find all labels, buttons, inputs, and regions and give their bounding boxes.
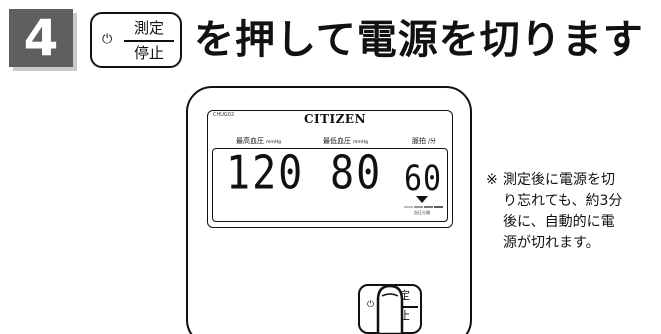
pulse-label: 脈拍/分 bbox=[412, 136, 436, 146]
diastolic-label-text: 最低血圧 bbox=[323, 137, 351, 145]
step-heading: を押して電源を切ります bbox=[194, 17, 644, 63]
classification-level-segment bbox=[414, 206, 423, 208]
auto-off-note: ※ 測定後に電源を切 り忘れても、約3分 後に、自動的に電 源が切れます。 bbox=[486, 170, 622, 254]
diastolic-reading: 80 bbox=[330, 147, 383, 201]
key-label-stop: 停止 bbox=[133, 44, 164, 62]
key-divider bbox=[124, 40, 174, 42]
measure-stop-button[interactable]: ⏻ 測定 停止 bbox=[358, 284, 422, 334]
classification-level-segment bbox=[434, 206, 443, 208]
button-label-stop: 停止 bbox=[388, 309, 410, 322]
model-number: CHUG02 bbox=[213, 112, 235, 118]
button-label-measure: 測定 bbox=[388, 289, 410, 302]
systolic-reading: 120 bbox=[226, 147, 305, 201]
note-line-2: り忘れても、約3分 bbox=[503, 193, 623, 209]
pulse-reading: 60 bbox=[404, 158, 443, 200]
diastolic-unit: mmHg bbox=[353, 140, 369, 145]
note-line-1: 測定後に電源を切 bbox=[503, 172, 615, 188]
classification-level-segment bbox=[424, 206, 433, 208]
lcd-screen bbox=[212, 148, 448, 222]
note-line-4: 源が切れます。 bbox=[503, 235, 600, 251]
step-number-badge: 4 bbox=[9, 9, 73, 67]
button-power-icon: ⏻ bbox=[367, 300, 375, 310]
step-number: 4 bbox=[23, 9, 59, 67]
classification-caption: 血圧分類 bbox=[414, 210, 430, 215]
classification-level-segment bbox=[404, 206, 413, 208]
brand-logo: CITIZEN bbox=[303, 112, 367, 126]
systolic-label-text: 最高血圧 bbox=[236, 137, 264, 145]
systolic-unit: mmHg bbox=[266, 140, 282, 145]
note-line-3: 後に、自動的に電 bbox=[503, 214, 615, 230]
blood-pressure-monitor-illustration bbox=[186, 86, 472, 334]
display-panel bbox=[207, 110, 453, 228]
pulse-unit: /分 bbox=[428, 138, 437, 145]
measure-stop-key-icon: ⏻ 測定 停止 bbox=[90, 12, 182, 68]
pulse-label-text: 脈拍 bbox=[412, 137, 426, 145]
key-label-measure: 測定 bbox=[133, 19, 164, 37]
power-icon: ⏻ bbox=[102, 32, 113, 47]
button-divider bbox=[380, 306, 418, 308]
note-mark: ※ bbox=[486, 172, 498, 188]
classification-marker-icon bbox=[416, 196, 428, 203]
